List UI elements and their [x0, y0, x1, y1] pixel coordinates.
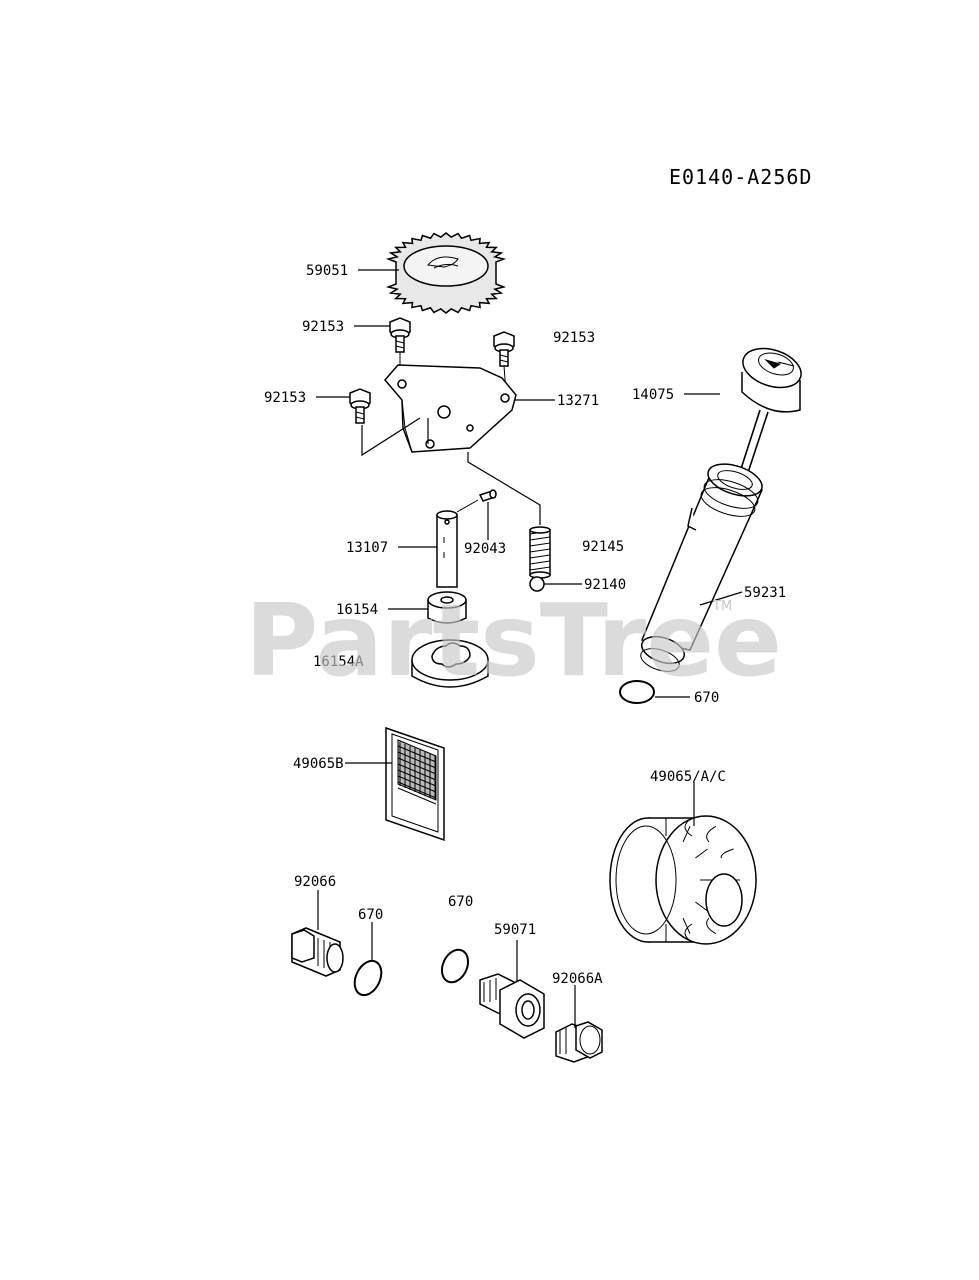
label-92145[interactable]: 92145: [582, 539, 624, 555]
watermark-trademark: TM: [712, 599, 732, 614]
gear-59051-part[interactable]: [385, 232, 507, 314]
label-92140[interactable]: 92140: [584, 577, 626, 593]
label-92066[interactable]: 92066: [294, 874, 336, 890]
o-ring-670-c[interactable]: [437, 946, 473, 987]
bolt-92153-c[interactable]: [349, 388, 371, 424]
label-92153-a[interactable]: 92153: [302, 319, 344, 335]
diagram-code: E0140-A256D: [669, 165, 812, 189]
label-92153-c[interactable]: 92153: [264, 390, 306, 406]
o-ring-670-a[interactable]: [619, 680, 655, 704]
label-670-c[interactable]: 670: [448, 894, 473, 910]
leader-59231: [699, 591, 743, 606]
label-92066A[interactable]: 92066A: [552, 971, 603, 987]
label-92153-b[interactable]: 92153: [553, 330, 595, 346]
label-59051[interactable]: 59051: [306, 263, 348, 279]
plug-92066A[interactable]: [555, 1021, 603, 1063]
label-49065B[interactable]: 49065B: [293, 756, 344, 772]
o-ring-670-b[interactable]: [350, 957, 387, 1000]
oil-filter-49065-A-C[interactable]: [609, 815, 757, 945]
label-16154A[interactable]: 16154A: [313, 654, 364, 670]
label-16154[interactable]: 16154: [336, 602, 378, 618]
oil-screen-49065B[interactable]: [385, 726, 445, 842]
inner-rotor-16154[interactable]: [427, 591, 467, 624]
label-92043[interactable]: 92043: [464, 541, 506, 557]
pump-cover-plate-13271[interactable]: [384, 364, 517, 453]
label-13271[interactable]: 13271: [557, 393, 599, 409]
label-59071[interactable]: 59071: [494, 922, 536, 938]
leader-plate-to-spring: [467, 452, 541, 525]
label-59231[interactable]: 59231: [744, 585, 786, 601]
oil-fill-tube-59231[interactable]: [638, 458, 766, 676]
spring-92145[interactable]: [529, 526, 551, 579]
bolt-92153-b[interactable]: [493, 331, 515, 393]
dipstick-cap-14075[interactable]: [717, 342, 806, 546]
label-670-b[interactable]: 670: [358, 907, 383, 923]
label-49065-A-C[interactable]: 49065/A/C: [650, 769, 726, 785]
label-13107[interactable]: 13107: [346, 540, 388, 556]
outer-rotor-16154A[interactable]: [411, 639, 489, 688]
pump-shaft-13107[interactable]: [436, 510, 458, 588]
watermark-logo: PartsTree: [245, 582, 782, 699]
label-670-a[interactable]: 670: [694, 690, 719, 706]
drain-plug-92066[interactable]: [291, 927, 344, 977]
relief-valve-59071[interactable]: [479, 973, 545, 1039]
pin-92043[interactable]: [478, 489, 497, 502]
leader-bolt-to-plate: [361, 417, 421, 457]
leader-pin-to-shaft: [456, 499, 479, 513]
label-14075[interactable]: 14075: [632, 387, 674, 403]
